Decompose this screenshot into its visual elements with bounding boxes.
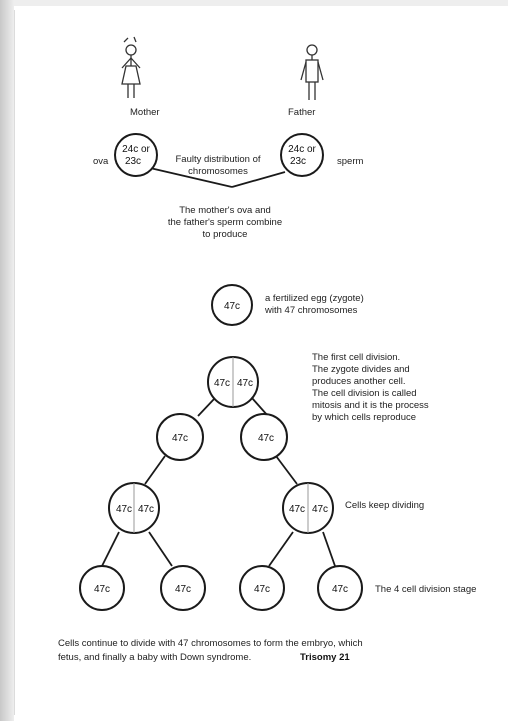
zygote-cell [211,284,253,326]
combine-text-line-3: to produce [203,229,248,240]
branch-line [197,397,216,417]
first-division-desc-6: by which cells reproduce [312,412,416,423]
level4-text-4: 47c [332,584,348,595]
level3-left-text-a: 47c [116,504,132,515]
father-cell-text-2: 23c [290,156,306,167]
first-division-desc-2: The zygote divides and [312,364,410,375]
branch-line [251,397,269,417]
first-division-desc-5: mitosis and it is the process [312,400,429,411]
father-figure-icon [300,44,324,100]
level2-right-cell [240,413,288,461]
level4-text-3: 47c [254,584,270,595]
level4-cell-4 [317,565,363,611]
keep-dividing-label: Cells keep dividing [345,500,424,511]
four-cell-stage-label: The 4 cell division stage [375,584,476,595]
level4-text-1: 47c [94,584,110,595]
faulty-distribution-line-1: Faulty distribution of [175,154,260,165]
mother-cell [114,133,158,177]
level4-cell-2 [160,565,206,611]
sperm-label: sperm [337,156,363,167]
first-division-text-left: 47c [214,378,230,389]
mother-label: Mother [130,107,160,118]
footer-text-line-1: Cells continue to divide with 47 chromos… [58,638,363,649]
branch-line [144,455,166,485]
level4-text-2: 47c [175,584,191,595]
faulty-distribution-line-2: chromosomes [188,166,248,177]
combine-text-line-2: the father's sperm combine [168,217,282,228]
level4-cell-1 [79,565,125,611]
footer-text-line-2: fetus, and finally a baby with Down synd… [58,652,251,663]
first-division-desc-3: produces another cell. [312,376,405,387]
ova-label: ova [93,156,109,167]
branch-line [101,531,120,567]
ova-connector-line [149,167,233,188]
first-division-desc-1: The first cell division. [312,352,400,363]
branch-line [268,531,294,567]
first-division-desc-4: The cell division is called [312,388,417,399]
level2-left-text: 47c [172,433,188,444]
trisomy-label: Trisomy 21 [300,652,350,663]
father-cell-text-1: 24c or [288,144,316,155]
zygote-desc-line-1: a fertilized egg (zygote) [265,293,364,304]
branch-line [322,531,336,567]
zygote-cell-text: 47c [224,301,240,312]
level3-right-text-b: 47c [312,504,328,515]
mother-figure-icon [121,36,141,98]
level2-right-text: 47c [258,433,274,444]
combine-text-line-1: The mother's ova and [179,205,271,216]
level4-cell-3 [239,565,285,611]
mother-cell-text-2: 23c [125,156,141,167]
zygote-desc-line-2: with 47 chromosomes [264,305,358,316]
level2-left-cell [156,413,204,461]
first-division-text-right: 47c [237,378,253,389]
frame-top-border [0,0,508,6]
mother-cell-text-1: 24c or [122,144,150,155]
level3-left-text-b: 47c [138,504,154,515]
branch-line [148,531,173,567]
sperm-connector-line [231,171,286,188]
father-cell [280,133,324,177]
father-label: Father [288,107,315,118]
frame-left-border [0,0,14,721]
branch-line [275,455,298,485]
level3-right-text-a: 47c [289,504,305,515]
